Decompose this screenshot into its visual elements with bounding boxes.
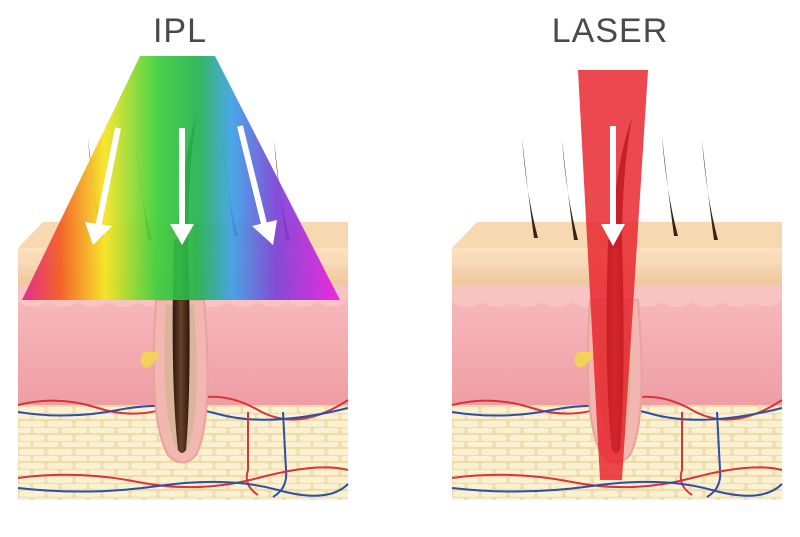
ipl-title: IPL xyxy=(152,12,208,50)
laser-arrow xyxy=(601,126,625,246)
laser-beam xyxy=(578,70,648,480)
laser-title: LASER xyxy=(551,12,669,50)
ipl-arrows xyxy=(85,125,277,245)
